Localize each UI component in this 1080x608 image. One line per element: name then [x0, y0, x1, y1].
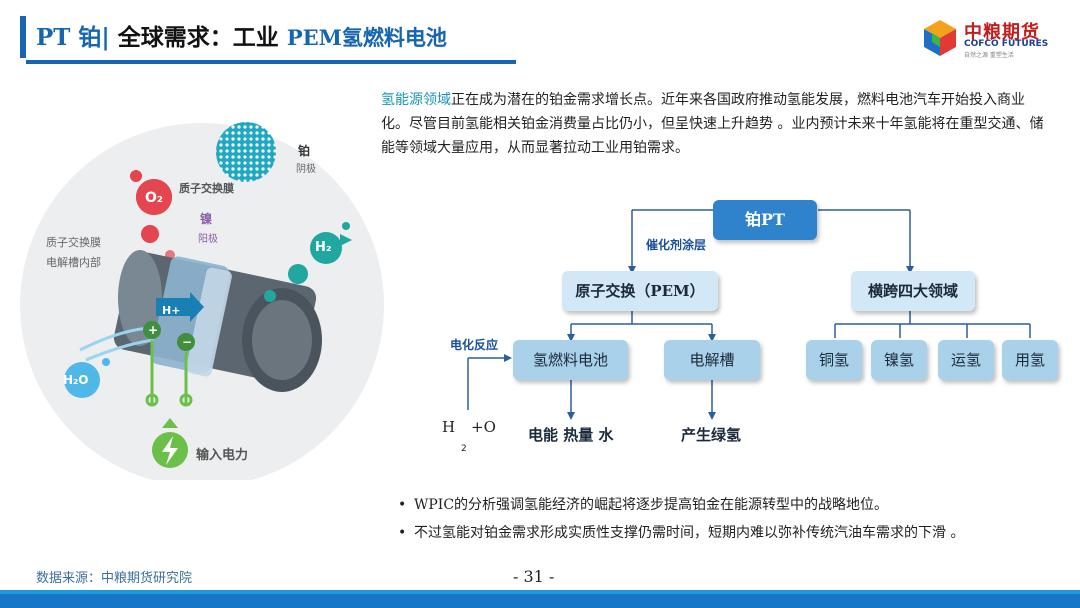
bullet-marker: •	[398, 497, 407, 513]
intro-text: 正在成为潜在的铂金需求增长点。近年来各国政府推动氢能发展，燃料电池汽车开始投入商…	[381, 92, 1044, 156]
h2o-label: H₂O	[63, 373, 89, 387]
cofco-logo-icon	[924, 20, 956, 56]
label-platinum: 铂	[298, 144, 311, 158]
node-four-fields: 横跨四大领域	[851, 271, 975, 311]
bullet-item: • WPIC的分析强调氢能经济的崛起将逐步提高铂金在能源转型中的战略地位。	[398, 494, 888, 514]
node-electrolyzer: 电解槽	[664, 340, 760, 380]
title-accent-bar	[20, 16, 26, 58]
bullet-text: 不过氢能对铂金需求形成实质性支撑仍需时间，短期内难以弥补传统汽油车需求的下滑 。	[414, 525, 965, 541]
page-number: - 31 -	[513, 567, 555, 586]
logo-name-cn: 中粮期货	[964, 22, 1040, 43]
intro-paragraph: 氢能源领域正在成为潜在的铂金需求增长点。近年来各国政府推动氢能发展，燃料电池汽车…	[381, 88, 1051, 160]
label-input-power: 输入电力	[196, 448, 249, 463]
logo-name-en: COFCO FUTURES	[964, 39, 1049, 49]
node-fuel-cell: 氢燃料电池	[513, 340, 628, 380]
data-source: 数据来源：中粮期货研究院	[36, 571, 193, 586]
footer-bar	[0, 594, 1080, 608]
platinum-flow-diagram	[467, 209, 1031, 420]
node-pem: 原子交换（PEM）	[562, 271, 718, 311]
fuel-cell-illustration	[20, 122, 384, 480]
logo-tagline: 自然之源 重塑生活	[964, 52, 1014, 59]
formula-o: +O	[471, 418, 496, 436]
label-electrolyzer-inner: 电解槽内部	[46, 256, 101, 269]
minus-terminal-label: −	[182, 335, 193, 349]
page-title: PT 铂| 全球需求：工业 PEM氢燃料电池	[36, 18, 447, 58]
node-field-3: 运氢	[938, 340, 994, 380]
platinum-particle-icon	[216, 122, 276, 182]
bullet-item: • 不过氢能对铂金需求形成实质性支撑仍需时间，短期内难以弥补传统汽油车需求的下滑 …	[398, 522, 964, 542]
title-subtopic: PEM氢燃料电池	[286, 25, 447, 50]
label-catalyst-coating: 催化剂涂层	[646, 238, 707, 252]
intro-highlight: 氢能源领域	[381, 92, 451, 108]
title-topic: 全球需求：工业	[109, 24, 287, 51]
title-metal: PT 铂|	[36, 24, 110, 51]
output-electrolyzer: 产生绿氢	[681, 426, 742, 444]
bullet-marker: •	[398, 525, 407, 541]
h2-label: H₂	[315, 240, 332, 255]
hplus-label: H+	[162, 304, 181, 317]
bullet-text: WPIC的分析强调氢能经济的崛起将逐步提高铂金在能源转型中的战略地位。	[414, 497, 889, 513]
label-nickel: 镍	[200, 212, 213, 226]
node-field-1: 铜氢	[806, 340, 862, 380]
plus-terminal-label: +	[148, 323, 159, 337]
formula-h: H	[442, 418, 456, 436]
label-electrochemical-reaction: 电化反应	[450, 338, 499, 352]
label-anode: 阳极	[198, 234, 218, 245]
output-fuel-cell: 电能 热量 水	[528, 426, 614, 444]
node-field-2: 镍氢	[871, 340, 927, 380]
node-platinum: 铂PT	[713, 200, 817, 240]
label-cathode: 阴极	[296, 164, 316, 175]
formula-h-sub: 2	[461, 444, 467, 454]
label-proton-membrane: 质子交换膜	[179, 182, 234, 195]
o2-label: O₂	[145, 190, 164, 206]
node-field-4: 用氢	[1002, 340, 1058, 380]
title-underline	[26, 60, 516, 64]
label-membrane-left: 质子交换膜	[46, 236, 101, 249]
footer-accent-bar	[0, 590, 1080, 594]
